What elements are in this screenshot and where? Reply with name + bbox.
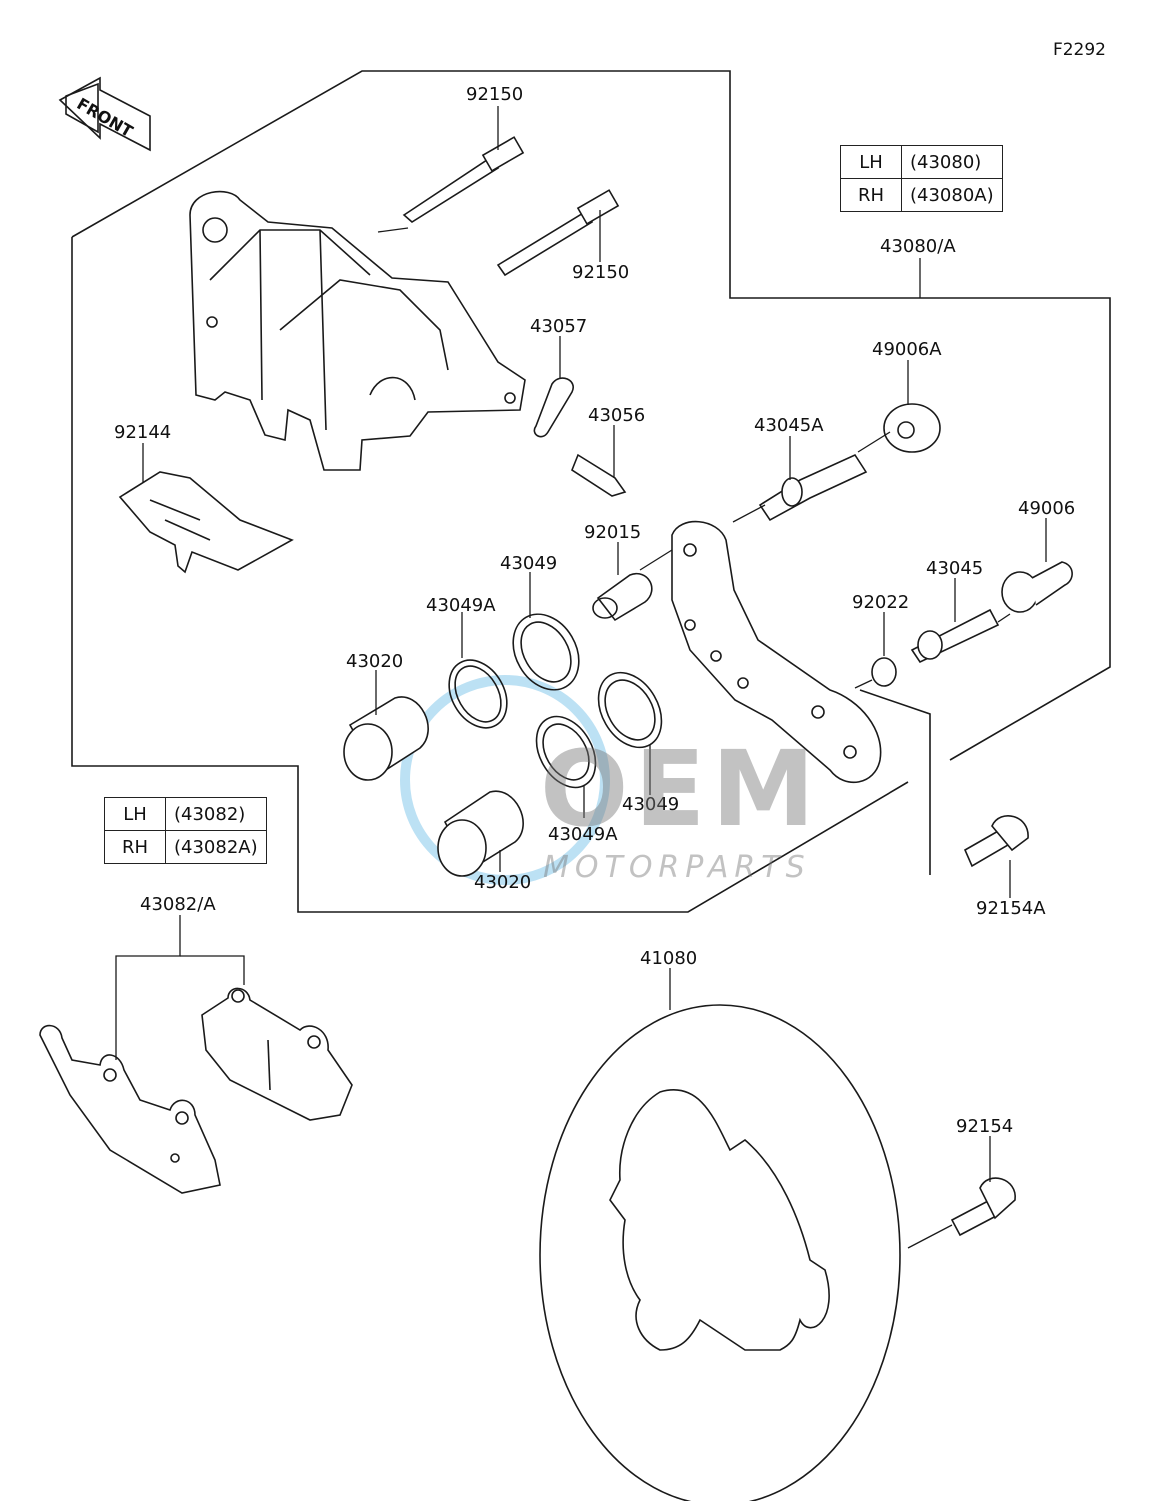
part-label[interactable]: 43049 [622, 794, 680, 815]
seal-43049-bottom-icon [597, 671, 663, 749]
boot-49006A-icon [883, 403, 941, 453]
part-label[interactable]: 92144 [114, 422, 172, 443]
part-cell: (43082) [165, 797, 267, 831]
caliper-bracket-icon [671, 520, 882, 784]
part-label[interactable]: 43049A [548, 824, 618, 845]
part-label[interactable]: 43057 [530, 316, 588, 337]
part-label[interactable]: 43080/A [880, 236, 956, 257]
part-cell: (43080) [901, 145, 1003, 179]
brake-disc-icon [539, 1004, 901, 1501]
front-arrow-icon [58, 76, 151, 152]
part-label[interactable]: 92150 [572, 262, 630, 283]
piston-top-icon [343, 696, 429, 781]
part-label[interactable]: 43049A [426, 595, 496, 616]
part-label[interactable]: 43049 [500, 553, 558, 574]
pin-92150-icon [402, 136, 620, 277]
side-cell: LH [104, 797, 166, 831]
part-label[interactable]: 43020 [346, 651, 404, 672]
table-row: RH (43082A) [104, 830, 267, 864]
part-label[interactable]: 41080 [640, 948, 698, 969]
pad-variant-table: LH (43082) RH (43082A) [104, 797, 267, 864]
part-label[interactable]: 92154 [956, 1116, 1014, 1137]
bleeder-43056-icon [571, 453, 627, 497]
watermark-brand: OEM [540, 728, 821, 850]
caliper-body-icon [189, 190, 526, 471]
washer-92022-icon [871, 657, 897, 687]
table-row: LH (43080) [840, 145, 1003, 179]
leader-lines [115, 106, 1047, 1249]
part-label[interactable]: 43045A [754, 415, 824, 436]
part-label[interactable]: 92150 [466, 84, 524, 105]
seal-43049A-top-icon [448, 659, 508, 729]
part-label[interactable]: 43082/A [140, 894, 216, 915]
caliper-variant-table: LH (43080) RH (43080A) [840, 145, 1003, 212]
part-label[interactable]: 49006A [872, 339, 942, 360]
part-cell: (43080A) [901, 178, 1003, 212]
brake-pad-left-icon [39, 1024, 221, 1194]
side-cell: RH [840, 178, 902, 212]
diagram-code: F2292 [1052, 40, 1106, 60]
side-cell: LH [840, 145, 902, 179]
table-row: LH (43082) [104, 797, 267, 831]
assembly-outline-lower [71, 237, 909, 913]
part-label[interactable]: 92022 [852, 592, 910, 613]
part-label[interactable]: 43045 [926, 558, 984, 579]
pad-spring-icon [118, 471, 294, 574]
table-row: RH (43080A) [840, 178, 1003, 212]
part-cell: (43082A) [165, 830, 267, 864]
cap-43057-icon [533, 377, 574, 438]
seal-43049-top-icon [512, 613, 580, 691]
boot-49006-icon [1001, 561, 1073, 613]
piston-bottom-icon [437, 790, 524, 877]
seal-43049A-bottom-icon [535, 715, 597, 789]
part-label[interactable]: 43056 [588, 405, 646, 426]
part-label[interactable]: 43020 [474, 872, 532, 893]
bolt-92154A-icon [963, 815, 1029, 868]
watermark-sub: MOTORPARTS [543, 850, 811, 885]
pin-43045A-icon [758, 453, 868, 522]
watermark-logo [400, 675, 610, 885]
part-label[interactable]: 92154A [976, 898, 1046, 919]
side-cell: RH [104, 830, 166, 864]
part-label[interactable]: 92015 [584, 522, 642, 543]
bolt-92154-icon [950, 1177, 1016, 1237]
collar-92015-icon [592, 572, 653, 622]
brake-pad-right-icon [201, 987, 353, 1121]
assembly-outline [71, 70, 1111, 761]
part-label[interactable]: 49006 [1018, 498, 1076, 519]
pin-43045-icon [910, 608, 1000, 664]
